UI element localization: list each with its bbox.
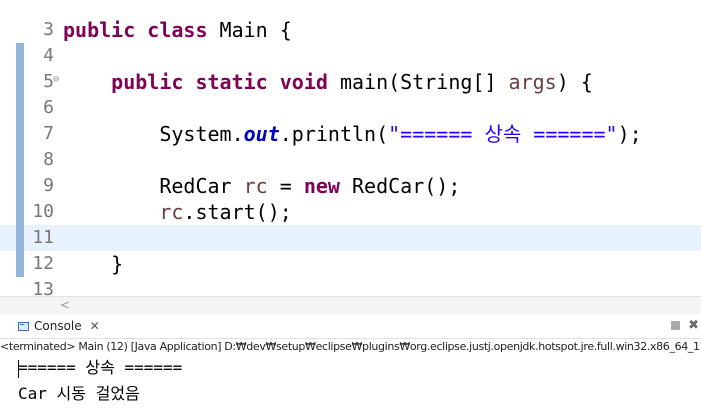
line-number: 11 [32,227,54,248]
code-line[interactable]: 8 [0,147,701,173]
terminate-icon[interactable] [671,321,681,330]
change-marker [16,225,24,251]
line-number: 9 [43,175,54,196]
code-line[interactable]: 12 } [0,251,701,277]
code-token: main(String[] [339,70,509,94]
console-output-line: ====== 상속 ====== [18,358,183,377]
line-number: 12 [32,253,54,274]
code-line[interactable]: 10 rc.start(); [0,199,701,225]
horizontal-scrollbar[interactable]: < [0,296,701,314]
code-token [63,200,159,224]
code-token: public class [63,18,220,42]
change-marker [16,251,24,277]
code-token [63,70,111,94]
line-number: 10 [32,201,54,222]
change-marker [16,121,24,147]
code-text: public static void main(String[] args) { [63,69,593,95]
code-line[interactable]: 5⊖ public static void main(String[] args… [0,69,701,95]
code-token: RedCar [63,174,244,198]
line-number: 8 [43,149,54,170]
code-token: ) { [556,70,593,94]
console-tab-bar: Console ✕ ✖ [0,314,701,339]
code-token: ); [617,122,642,146]
close-icon[interactable]: ✕ [89,319,100,333]
line-number: 6 [43,97,54,118]
code-line[interactable]: 3 public class Main { [0,17,701,43]
code-token: RedCar(); [352,174,461,198]
line-number: 7 [43,123,54,144]
code-text: rc.start(); [63,199,292,225]
remove-launch-icon[interactable]: ✖ [688,318,699,333]
console-icon [18,321,29,331]
code-text: public class Main { [63,17,292,43]
line-number: 5 [43,71,54,92]
console-output[interactable]: ====== 상속 ====== Car 시동 걸었음 [0,357,701,418]
console-output-line: Car 시동 걸었음 [18,384,140,403]
code-line[interactable]: 7 System.out.println("====== 상속 ======")… [0,121,701,147]
code-token: args [508,70,557,94]
code-token: public static void [111,70,340,94]
console-tab-label: Console [34,319,82,333]
scroll-left-icon[interactable]: < [60,298,71,312]
change-marker [16,69,24,95]
code-token: rc [159,200,184,224]
code-line[interactable]: 13 [0,277,701,296]
tab-console[interactable]: Console ✕ [18,316,100,336]
change-marker [16,199,24,225]
code-text: RedCar rc = new RedCar(); [63,173,460,199]
code-token: .println( [279,122,389,146]
code-text: } [63,251,123,277]
code-line[interactable]: 11 [0,225,701,251]
code-text: System.out.println("====== 상속 ======"); [63,121,642,147]
code-token: System. [63,122,244,146]
code-token: = [267,174,304,198]
code-token: "====== 상속 ======" [388,122,618,146]
code-line[interactable]: 4 [0,43,701,69]
code-token: new [303,174,353,198]
change-marker [16,43,24,69]
change-marker [16,147,24,173]
text-caret [18,360,19,378]
console-toolbar: ✖ [671,318,701,333]
line-number: 3 [43,19,54,40]
line-number: 13 [32,279,54,296]
code-token: rc [243,174,268,198]
code-line[interactable]: 9 RedCar rc = new RedCar(); [0,173,701,199]
console-status-text: <terminated> Main (12) [Java Application… [0,340,701,353]
fold-toggle-icon[interactable]: ⊖ [53,74,60,85]
code-editor[interactable]: 3 public class Main { 4 5⊖ public static vo… [0,0,701,296]
line-number: 4 [43,45,54,66]
code-line[interactable]: 6 [0,95,701,121]
change-marker [16,95,24,121]
code-token: Main { [219,18,292,42]
code-token: } [63,252,124,276]
code-token: out [243,122,280,146]
code-token: .start(); [183,200,292,224]
change-marker [16,173,24,199]
